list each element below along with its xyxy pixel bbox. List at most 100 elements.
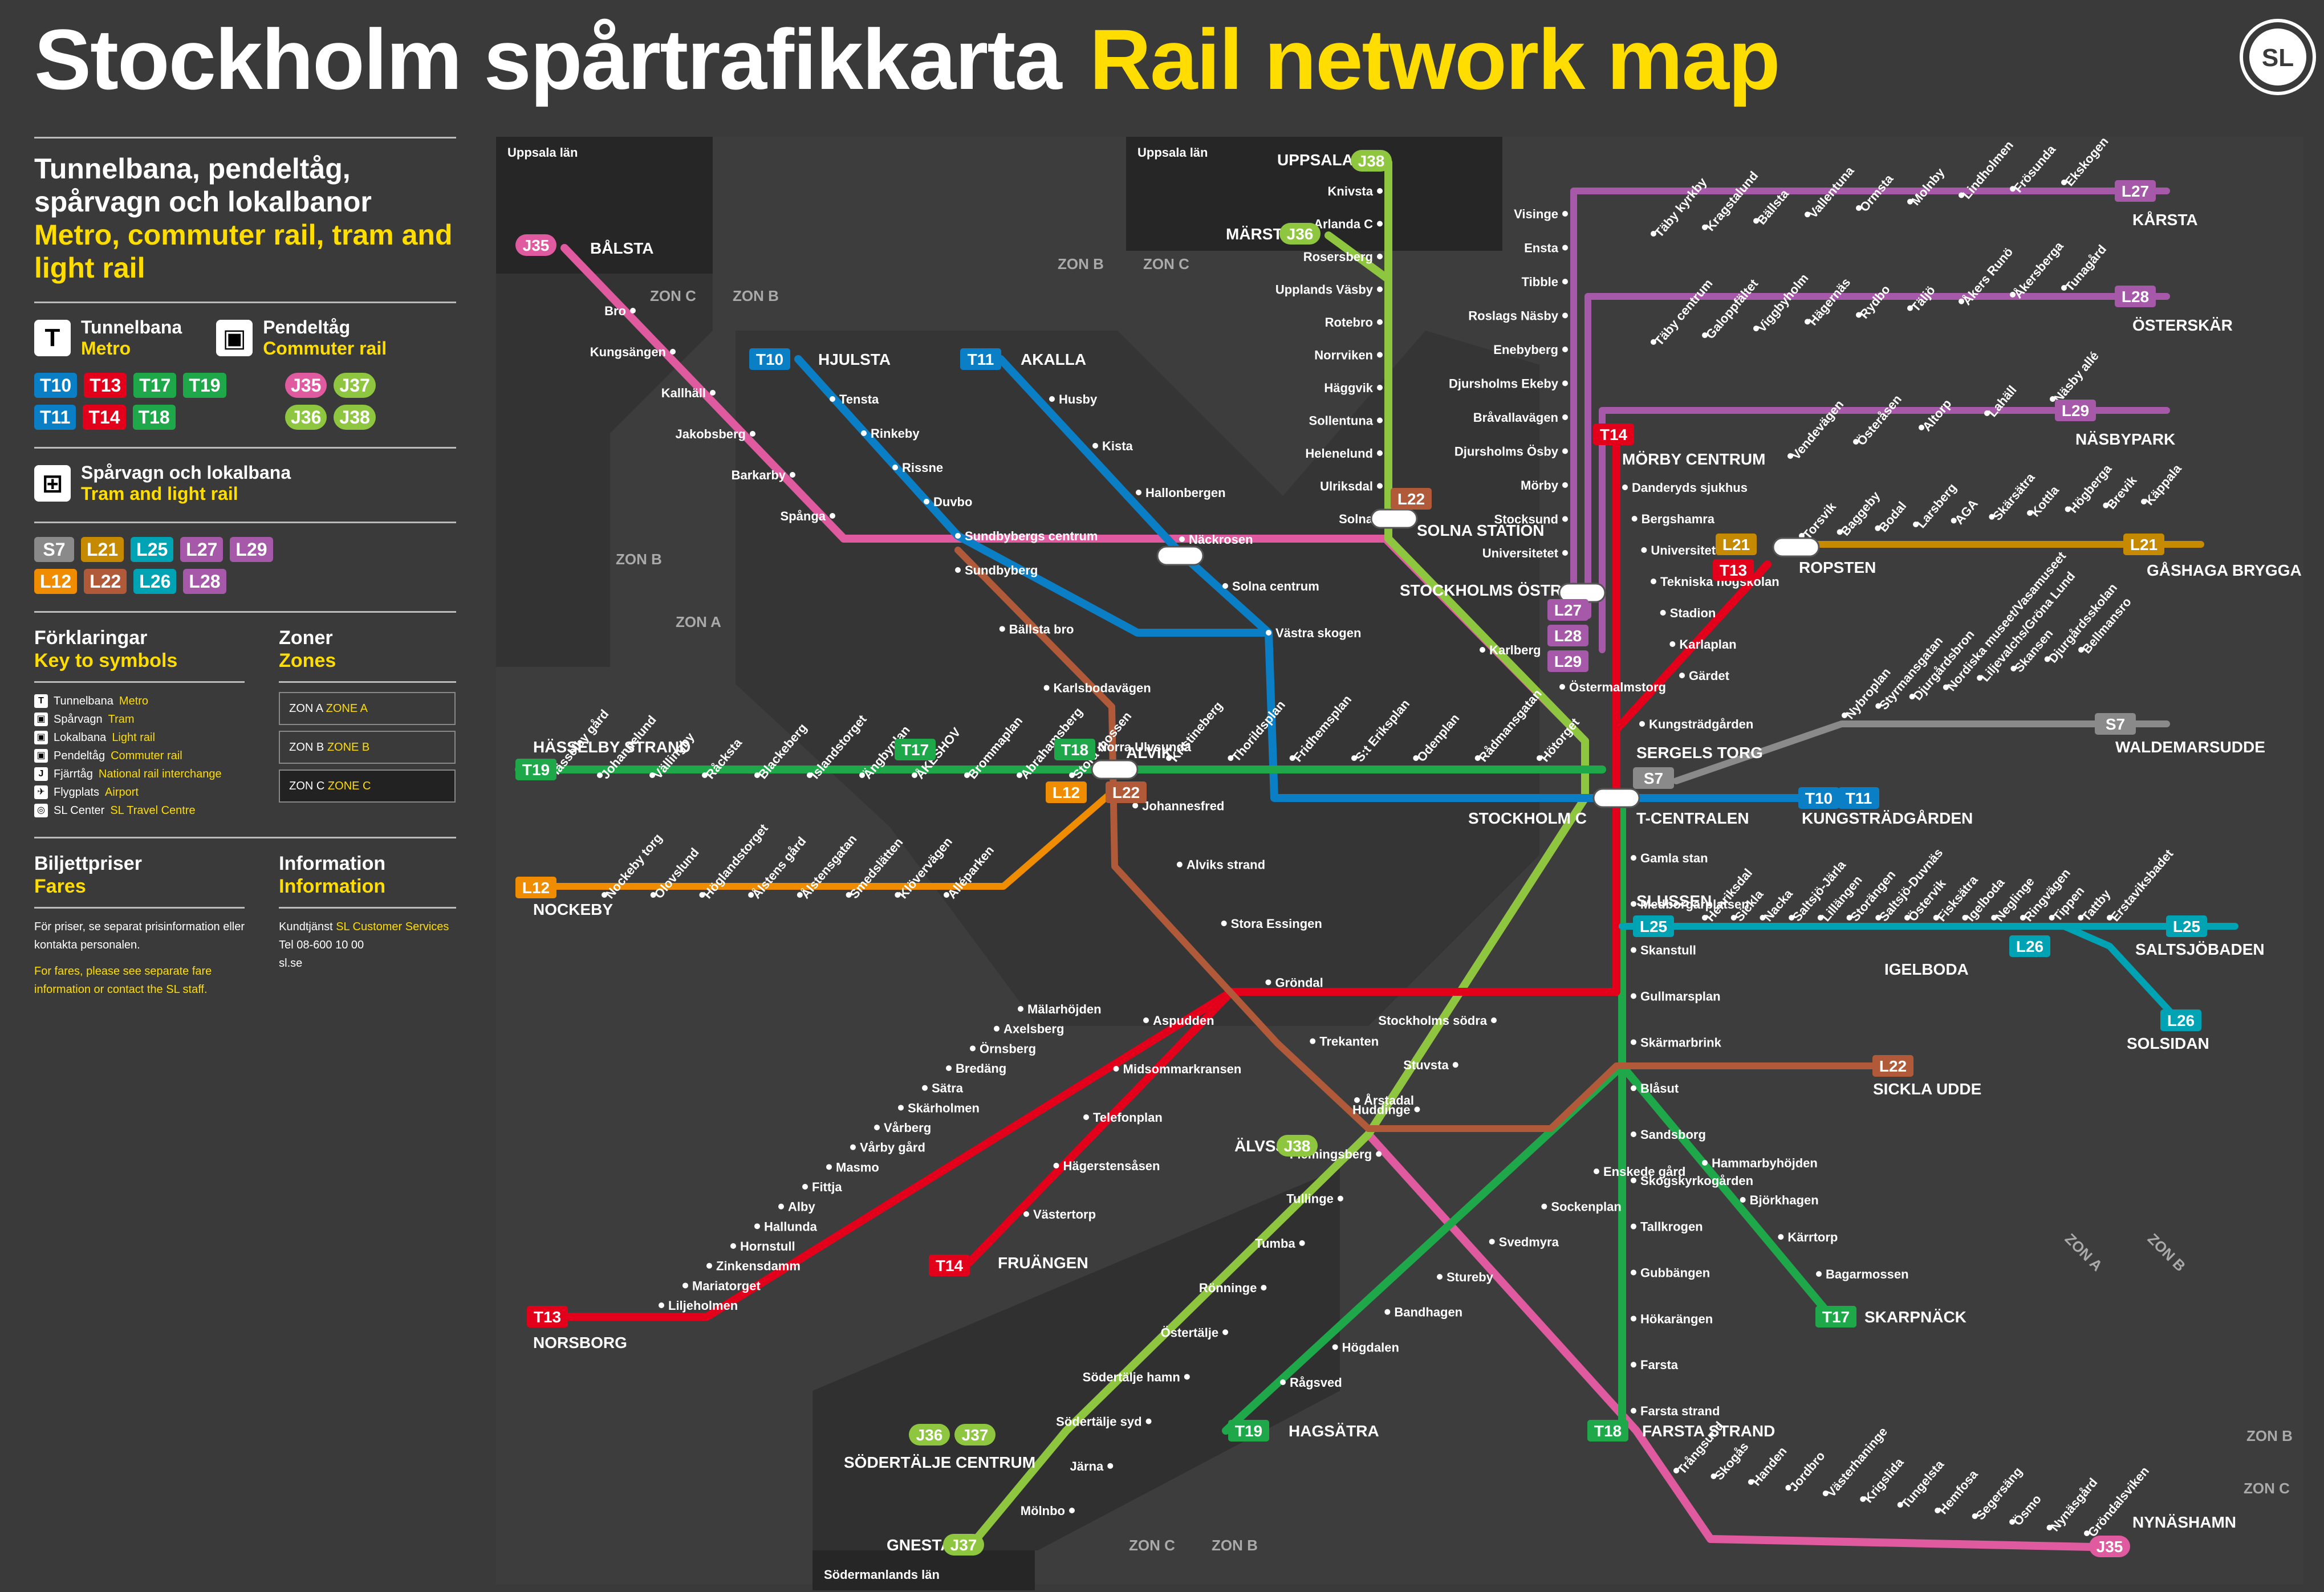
zone-b-area-west — [496, 274, 713, 667]
station-j36-north: Norrviken — [1314, 348, 1373, 363]
symbol-label-en: National rail interchange — [98, 768, 222, 780]
station-t10: Rissne — [902, 461, 943, 475]
terminal-label: FRUÄNGEN — [998, 1254, 1088, 1272]
interchange-marker — [1370, 508, 1418, 529]
route-badge-bg — [1391, 488, 1432, 510]
symbol-label-en: SL Travel Centre — [110, 804, 196, 817]
route-badge-j36: J36 — [909, 1424, 950, 1446]
station-l22: Karlsbodavägen — [1054, 681, 1151, 695]
station-dot — [922, 1085, 928, 1091]
station-dot — [2046, 1525, 2053, 1530]
station-dot — [1935, 1508, 1941, 1513]
station-dot — [1907, 305, 1913, 311]
station-dot — [802, 1184, 808, 1190]
line-l26 — [2061, 923, 2181, 1024]
station-t19-south: Högdalen — [1342, 1340, 1399, 1354]
route-badge-bg — [929, 1255, 970, 1276]
station-dot — [650, 892, 656, 898]
divider — [279, 907, 456, 909]
station-t14-south: Västertorp — [1033, 1207, 1096, 1222]
route-badge-bg — [2055, 400, 2096, 421]
station-dot — [1631, 947, 1636, 953]
divider — [34, 302, 456, 303]
line-badge-l21: L21 — [81, 537, 124, 562]
station-dot — [2061, 180, 2067, 185]
line-l29 — [1599, 407, 2170, 653]
route-badge-bg — [1633, 767, 1674, 789]
terminal-label: HJULSTA — [818, 351, 891, 368]
station-dot — [1651, 339, 1656, 345]
station-t13-south: Sätra — [932, 1081, 964, 1096]
station-dot — [964, 772, 970, 778]
route-badge-l27: L27 — [1547, 599, 1588, 621]
region-label: Uppsala län — [507, 145, 578, 160]
region-label: Uppsala län — [1137, 145, 1208, 160]
route-badge-l21: L21 — [2123, 534, 2164, 555]
route-badge-l26: L26 — [2160, 1009, 2201, 1031]
station-dot — [659, 1302, 664, 1308]
station-l22: Johannesfred — [1142, 799, 1224, 813]
terminal-label: IGELBODA — [1884, 960, 1969, 978]
line-t13-t14 — [1228, 429, 1620, 996]
station-south: Tullinge — [1286, 1192, 1334, 1206]
station-l22: Bällsta bro — [1009, 622, 1074, 636]
key-heading-en: Key to symbols — [34, 650, 178, 671]
route-badge-bg — [1872, 1055, 1913, 1077]
station-roslag: Tibble — [1522, 275, 1558, 289]
station-dot — [1856, 205, 1862, 211]
route-badge-bg — [2160, 1009, 2201, 1031]
station-dot — [1943, 684, 1949, 690]
station-j36-north: Rotebro — [1325, 315, 1373, 329]
line-j36-branch — [1324, 231, 1392, 283]
station-green-south: Gubbängen — [1640, 1266, 1710, 1280]
station-dot — [1377, 319, 1383, 325]
route-badge-bg — [960, 348, 1001, 370]
legend-panel: Tunnelbana, pendeltåg, spårvagn och loka… — [34, 137, 456, 999]
station-dot — [1562, 211, 1568, 217]
route-badge-text: S7 — [2106, 715, 2125, 733]
station-dot — [1853, 439, 1859, 445]
station-dot — [826, 1164, 832, 1170]
station-dot — [1222, 1329, 1229, 1336]
route-badge-bg — [515, 759, 556, 780]
zone-label: ZON A — [289, 702, 326, 715]
station-dot — [1991, 915, 1997, 921]
route-badge-bg — [1633, 915, 1674, 937]
station-dot — [1562, 245, 1568, 251]
station-t14-north: Karlaplan — [1679, 637, 1736, 652]
route-badge-l26: L26 — [2009, 935, 2050, 957]
station-dot — [1069, 1508, 1075, 1513]
info-website[interactable]: sl.se — [279, 957, 303, 970]
station-dot — [1856, 312, 1862, 318]
interchange-marker — [1772, 537, 1820, 557]
route-badge-bg — [2166, 915, 2207, 937]
route-badge-text: T17 — [1822, 1308, 1850, 1326]
station-dot — [1639, 721, 1645, 727]
terminal-label: STOCKHOLM C — [1468, 809, 1587, 827]
route-badge-j35: J35 — [2089, 1536, 2130, 1557]
station-dot — [602, 892, 607, 898]
route-badge-text: J38 — [1284, 1137, 1311, 1155]
station-dot — [944, 892, 949, 898]
symbol-label: Tunnelbana — [54, 695, 113, 707]
station-t14-south: Telefonplan — [1093, 1110, 1163, 1125]
station-dot — [670, 349, 676, 355]
station-dot — [1562, 482, 1568, 488]
station-dot — [1092, 443, 1098, 449]
station-dot — [730, 1243, 736, 1249]
station-dot — [754, 1223, 760, 1229]
station-t13-south: Mariatorget — [692, 1279, 761, 1293]
station-l22: Gröndal — [1275, 975, 1323, 990]
zone-c-area-south — [812, 1168, 1340, 1550]
line-t13 — [1612, 560, 1772, 734]
station-t17-south: Kärrtorp — [1787, 1230, 1838, 1244]
station-t14-north: Bergshamra — [1642, 512, 1715, 526]
station-dot — [1537, 755, 1542, 761]
station-dot — [1562, 347, 1568, 352]
station-j36-north: Arlanda C — [1314, 217, 1373, 231]
